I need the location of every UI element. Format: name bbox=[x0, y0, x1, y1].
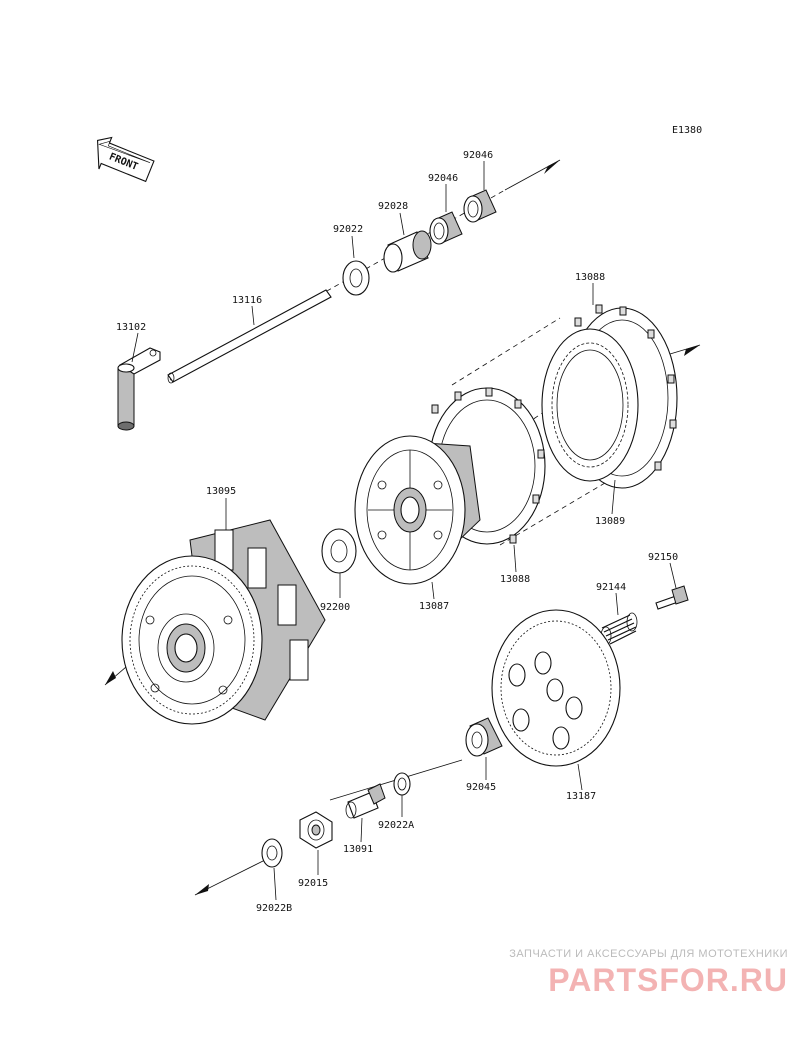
label-92028: 92028 bbox=[378, 201, 408, 212]
label-92150: 92150 bbox=[648, 552, 678, 563]
pusher-13091[interactable] bbox=[345, 783, 386, 819]
label-92046-b: 92046 bbox=[463, 150, 493, 161]
bolt-92150[interactable] bbox=[655, 585, 689, 610]
steel-plate-13089[interactable] bbox=[541, 328, 639, 482]
collar-92028[interactable] bbox=[383, 230, 432, 273]
washer-92022b[interactable] bbox=[393, 772, 411, 796]
ball-bearing-92045[interactable] bbox=[465, 717, 503, 757]
clutch-hub-13087[interactable] bbox=[354, 435, 481, 585]
diagram-code: E1380 bbox=[672, 125, 702, 136]
label-92022: 92022 bbox=[333, 224, 363, 235]
pressure-plate-13187[interactable] bbox=[491, 609, 621, 767]
label-13089: 13089 bbox=[595, 516, 625, 527]
nut-92015[interactable] bbox=[299, 811, 333, 849]
watermark: ЗАПЧАСТИ И АКСЕССУАРЫ ДЛЯ МОТОТЕХНИКИ PA… bbox=[509, 948, 788, 999]
label-92046-a: 92046 bbox=[428, 173, 458, 184]
washer-92200[interactable] bbox=[321, 528, 357, 574]
needle-bearing-92046-b[interactable] bbox=[463, 189, 497, 223]
label-13091: 13091 bbox=[343, 844, 373, 855]
label-92015: 92015 bbox=[298, 878, 328, 889]
watermark-logo: PARTSFOR.RU bbox=[548, 962, 788, 998]
washer-92022a[interactable] bbox=[261, 838, 283, 868]
label-13088-bottom: 13088 bbox=[500, 574, 530, 585]
label-92144: 92144 bbox=[596, 582, 626, 593]
watermark-tagline: ЗАПЧАСТИ И АКСЕССУАРЫ ДЛЯ МОТОТЕХНИКИ bbox=[509, 948, 788, 960]
label-92200: 92200 bbox=[320, 602, 350, 613]
label-13088-top: 13088 bbox=[575, 272, 605, 283]
clutch-housing-13095[interactable] bbox=[121, 519, 326, 725]
lever-13102[interactable] bbox=[117, 347, 161, 431]
front-arrow-icon: FRONT bbox=[96, 136, 155, 183]
push-rod-13116[interactable] bbox=[167, 289, 332, 384]
needle-bearing-92046-a[interactable] bbox=[429, 211, 463, 245]
label-13102: 13102 bbox=[116, 322, 146, 333]
label-13095: 13095 bbox=[206, 486, 236, 497]
label-92022b: 92022A bbox=[378, 820, 414, 831]
label-13187: 13187 bbox=[566, 791, 596, 802]
label-13116: 13116 bbox=[232, 295, 262, 306]
washer-92022[interactable] bbox=[342, 260, 370, 296]
label-13087: 13087 bbox=[419, 601, 449, 612]
label-92045: 92045 bbox=[466, 782, 496, 793]
label-92022a: 92022B bbox=[256, 903, 292, 914]
